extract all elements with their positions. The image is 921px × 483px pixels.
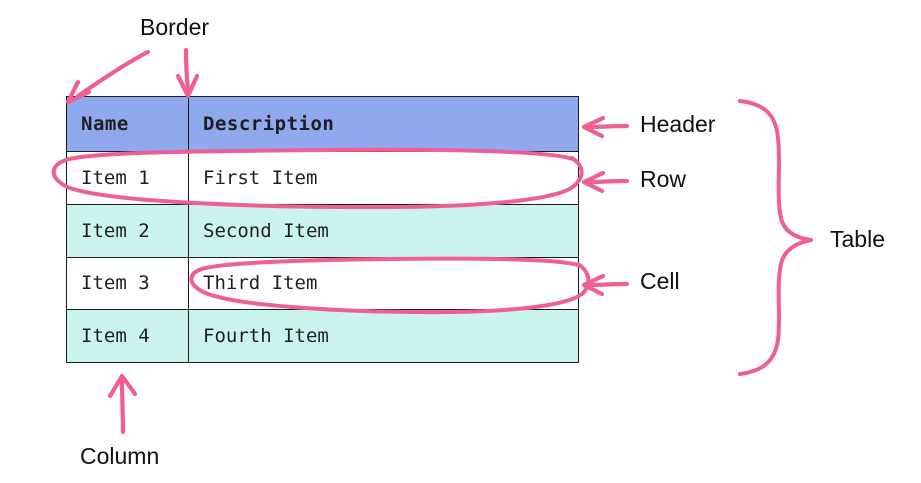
annotation-label-row: Row [640,166,687,192]
cell-name: Item 4 [66,309,189,363]
header-arrow-icon [581,115,630,139]
column-arrow-icon [107,373,138,435]
cell-name: Item 2 [66,203,189,258]
cell-arrow-icon [581,273,630,297]
table-brace-icon [738,99,813,376]
table-row: Item 1 First Item [66,151,579,205]
table-header: Name Description [66,96,579,152]
annotation-label-table: Table [830,226,885,252]
cell-name: Item 1 [66,151,189,205]
border-arrow-left-icon [65,49,151,105]
cell-name: Item 3 [66,256,189,311]
table-container: Name Description Item 1 First Item Item … [66,96,579,363]
table-header-row: Name Description [66,96,579,152]
cell-description: Second Item [188,203,579,258]
row-arrow-icon [581,170,630,194]
anatomy-table: Name Description Item 1 First Item Item … [66,96,579,363]
column-header-name: Name [66,96,189,152]
cell-description: Third Item [188,256,579,311]
column-header-description: Description [188,96,579,152]
annotation-label-border: Border [140,14,210,40]
table-row: Item 3 Third Item [66,256,579,311]
table-body: Item 1 First Item Item 2 Second Item Ite… [66,151,579,363]
annotation-label-column: Column [80,443,160,469]
cell-description: Fourth Item [188,309,579,363]
table-row: Item 2 Second Item [66,203,579,258]
border-arrow-down-icon [175,47,200,99]
table-row: Item 4 Fourth Item [66,309,579,363]
annotation-label-cell: Cell [640,268,680,294]
cell-description: First Item [188,151,579,205]
annotation-label-header: Header [640,111,716,137]
